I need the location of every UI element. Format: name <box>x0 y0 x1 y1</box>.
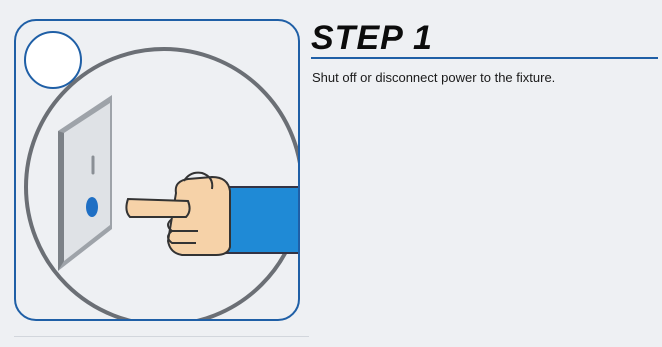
step-description: Shut off or disconnect power to the fixt… <box>312 70 572 85</box>
pointing-hand-icon <box>126 173 300 255</box>
step-title: STEP 1 <box>311 18 433 58</box>
light-switch-icon <box>58 95 112 271</box>
bottom-divider <box>14 336 309 337</box>
step-number-badge <box>24 31 82 89</box>
step-illustration-panel <box>14 19 300 321</box>
title-divider <box>311 57 658 59</box>
